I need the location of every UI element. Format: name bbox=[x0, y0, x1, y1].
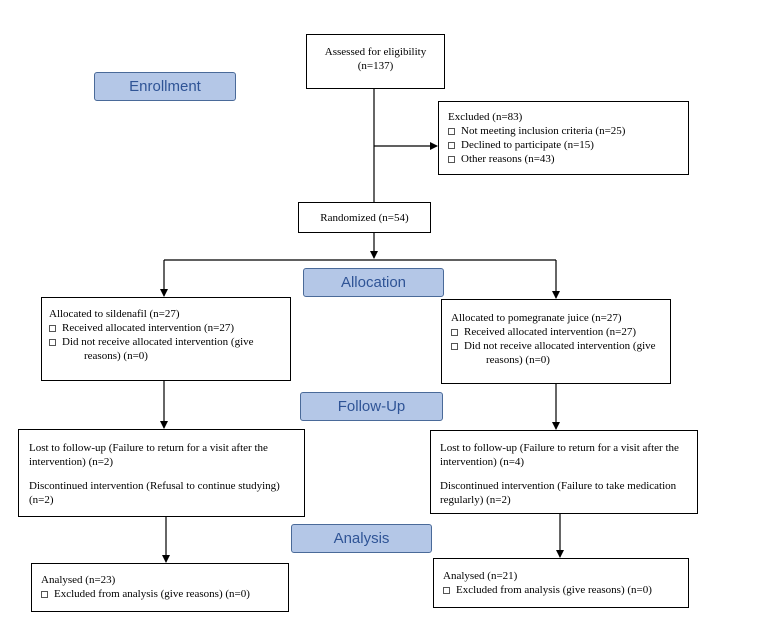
right-followup-box: Lost to follow-up (Failure to return for… bbox=[430, 430, 698, 514]
left-not-received: Did not receive allocated intervention (… bbox=[62, 336, 254, 348]
bullet-icon bbox=[49, 339, 56, 346]
randomized-label: Randomized (n=54) bbox=[320, 212, 409, 224]
list-item: Did not receive allocated intervention (… bbox=[451, 339, 666, 353]
randomized-box: Randomized (n=54) bbox=[298, 202, 431, 233]
left-lost: Lost to follow-up (Failure to return for… bbox=[29, 442, 268, 468]
left-not-received-cont: reasons) (n=0) bbox=[84, 350, 148, 362]
right-allocation-title: Allocated to pomegranate juice (n=27) bbox=[451, 312, 622, 324]
stage-followup: Follow-Up bbox=[300, 392, 443, 421]
left-analysis-excluded: Excluded from analysis (give reasons) (n… bbox=[54, 588, 250, 600]
right-allocation-box: Allocated to pomegranate juice (n=27) Re… bbox=[441, 299, 671, 384]
list-item: Excluded from analysis (give reasons) (n… bbox=[443, 583, 684, 597]
assessed-box: Assessed for eligibility (n=137) bbox=[306, 34, 445, 89]
excluded-item: Not meeting inclusion criteria (n=25) bbox=[448, 124, 688, 138]
list-item: Excluded from analysis (give reasons) (n… bbox=[41, 587, 284, 601]
excluded-item: Other reasons (n=43) bbox=[448, 152, 688, 166]
bullet-icon bbox=[41, 591, 48, 598]
stage-analysis: Analysis bbox=[291, 524, 432, 553]
right-analysed: Analysed (n=21) bbox=[443, 570, 518, 582]
stage-allocation: Allocation bbox=[303, 268, 444, 297]
excluded-box: Excluded (n=83) Not meeting inclusion cr… bbox=[438, 101, 689, 175]
left-received: Received allocated intervention (n=27) bbox=[62, 322, 235, 334]
left-allocation-box: Allocated to sildenafil (n=27) Received … bbox=[41, 297, 291, 381]
bullet-icon bbox=[448, 156, 455, 163]
list-item: Received allocated intervention (n=27) bbox=[451, 325, 666, 339]
excluded-item-label: Declined to participate (n=15) bbox=[461, 139, 594, 151]
right-lost: Lost to follow-up (Failure to return for… bbox=[440, 442, 679, 468]
left-allocation-title: Allocated to sildenafil (n=27) bbox=[49, 308, 180, 320]
right-analysis-box: Analysed (n=21) Excluded from analysis (… bbox=[433, 558, 689, 608]
right-received: Received allocated intervention (n=27) bbox=[464, 326, 637, 338]
left-followup-box: Lost to follow-up (Failure to return for… bbox=[18, 429, 305, 517]
bullet-icon bbox=[49, 325, 56, 332]
bullet-icon bbox=[443, 587, 450, 594]
assessed-label: Assessed for eligibility bbox=[324, 46, 427, 58]
excluded-item-label: Not meeting inclusion criteria (n=25) bbox=[461, 125, 626, 137]
bullet-icon bbox=[448, 142, 455, 149]
right-not-received-cont: reasons) (n=0) bbox=[486, 354, 550, 366]
left-analysis-box: Analysed (n=23) Excluded from analysis (… bbox=[31, 563, 289, 612]
left-analysed: Analysed (n=23) bbox=[41, 574, 116, 586]
excluded-title: Excluded (n=83) bbox=[448, 111, 523, 123]
assessed-count: (n=137) bbox=[357, 60, 394, 72]
list-item: Received allocated intervention (n=27) bbox=[49, 321, 284, 335]
excluded-item: Declined to participate (n=15) bbox=[448, 138, 688, 152]
right-analysis-excluded: Excluded from analysis (give reasons) (n… bbox=[456, 584, 652, 596]
excluded-item-label: Other reasons (n=43) bbox=[461, 153, 555, 165]
right-discontinued: Discontinued intervention (Failure to ta… bbox=[440, 480, 677, 506]
right-not-received: Did not receive allocated intervention (… bbox=[464, 340, 656, 352]
list-item: Did not receive allocated intervention (… bbox=[49, 335, 284, 349]
stage-enrollment: Enrollment bbox=[94, 72, 236, 101]
bullet-icon bbox=[451, 343, 458, 350]
left-discontinued: Discontinued intervention (Refusal to co… bbox=[29, 480, 280, 506]
bullet-icon bbox=[451, 329, 458, 336]
bullet-icon bbox=[448, 128, 455, 135]
